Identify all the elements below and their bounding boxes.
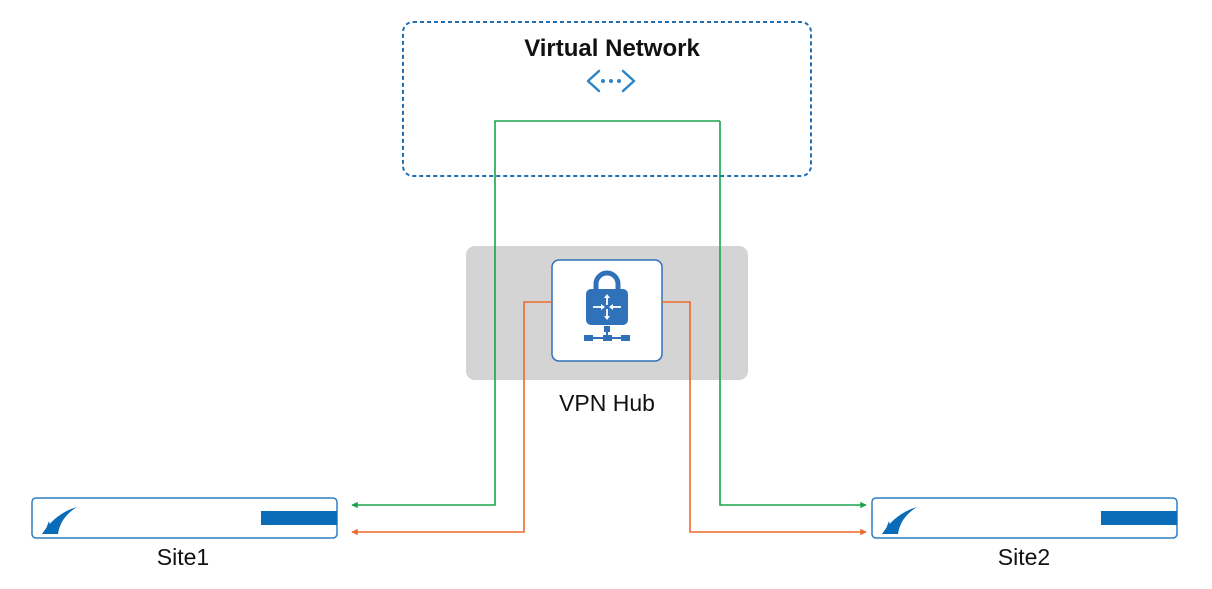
barracuda-appliance-icon	[882, 507, 917, 534]
connections	[351, 120, 867, 536]
vpn-hub[interactable]	[466, 246, 748, 380]
connection-hub-site2	[662, 301, 867, 536]
virtual-network-title: Virtual Network	[524, 35, 700, 62]
vpn-hub-label: VPN Hub	[559, 390, 655, 416]
appliance-status-bar	[1101, 511, 1177, 525]
site1-label: Site1	[157, 544, 209, 570]
connection-vnet-site2	[719, 121, 867, 509]
connection-vnet-site1	[351, 120, 720, 509]
site1-appliance[interactable]	[31, 497, 338, 539]
connection-hub-site1	[351, 301, 552, 536]
site2-label: Site2	[998, 544, 1050, 570]
site2-appliance[interactable]	[871, 497, 1178, 539]
virtual-network-box[interactable]: Virtual Network	[402, 21, 812, 177]
appliance-status-bar	[261, 511, 337, 525]
vpn-gateway-lock-icon	[584, 270, 630, 341]
virtual-network-icon	[586, 69, 636, 93]
barracuda-appliance-icon	[42, 507, 77, 534]
